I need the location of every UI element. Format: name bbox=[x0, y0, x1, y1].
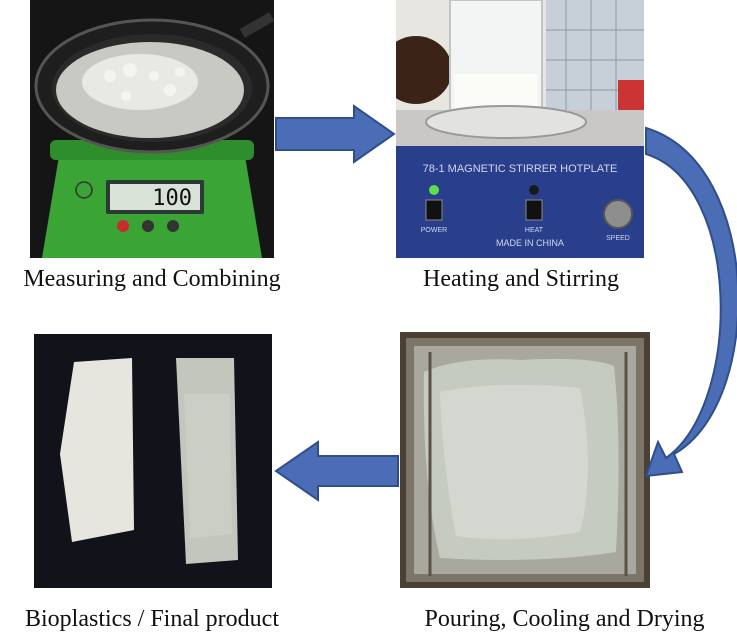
caption-pouring: Pouring, Cooling and Drying bbox=[424, 606, 705, 632]
scale-display: 100 bbox=[152, 186, 192, 211]
photo-pouring bbox=[400, 332, 650, 588]
photo-measuring: 100 bbox=[30, 0, 274, 258]
power-label: POWER bbox=[421, 227, 447, 234]
device-label: 78-1 MAGNETIC STIRRER HOTPLATE bbox=[423, 163, 618, 175]
caption-heating: Heating and Stirring bbox=[423, 266, 619, 292]
caption-final-product: Bioplastics / Final product bbox=[25, 606, 279, 632]
speed-label: SPEED bbox=[606, 235, 630, 242]
photo-final-product bbox=[34, 334, 272, 588]
arrow-left-icon bbox=[274, 440, 400, 502]
made-in-label: MADE IN CHINA bbox=[496, 238, 564, 248]
caption-measuring: Measuring and Combining bbox=[23, 266, 281, 292]
photo-heating: 78-1 MAGNETIC STIRRER HOTPLATE POWER HEA… bbox=[396, 0, 644, 258]
heat-label: HEAT bbox=[525, 227, 544, 234]
curved-arrow-down-icon bbox=[644, 124, 737, 494]
arrow-right-icon bbox=[274, 104, 398, 164]
